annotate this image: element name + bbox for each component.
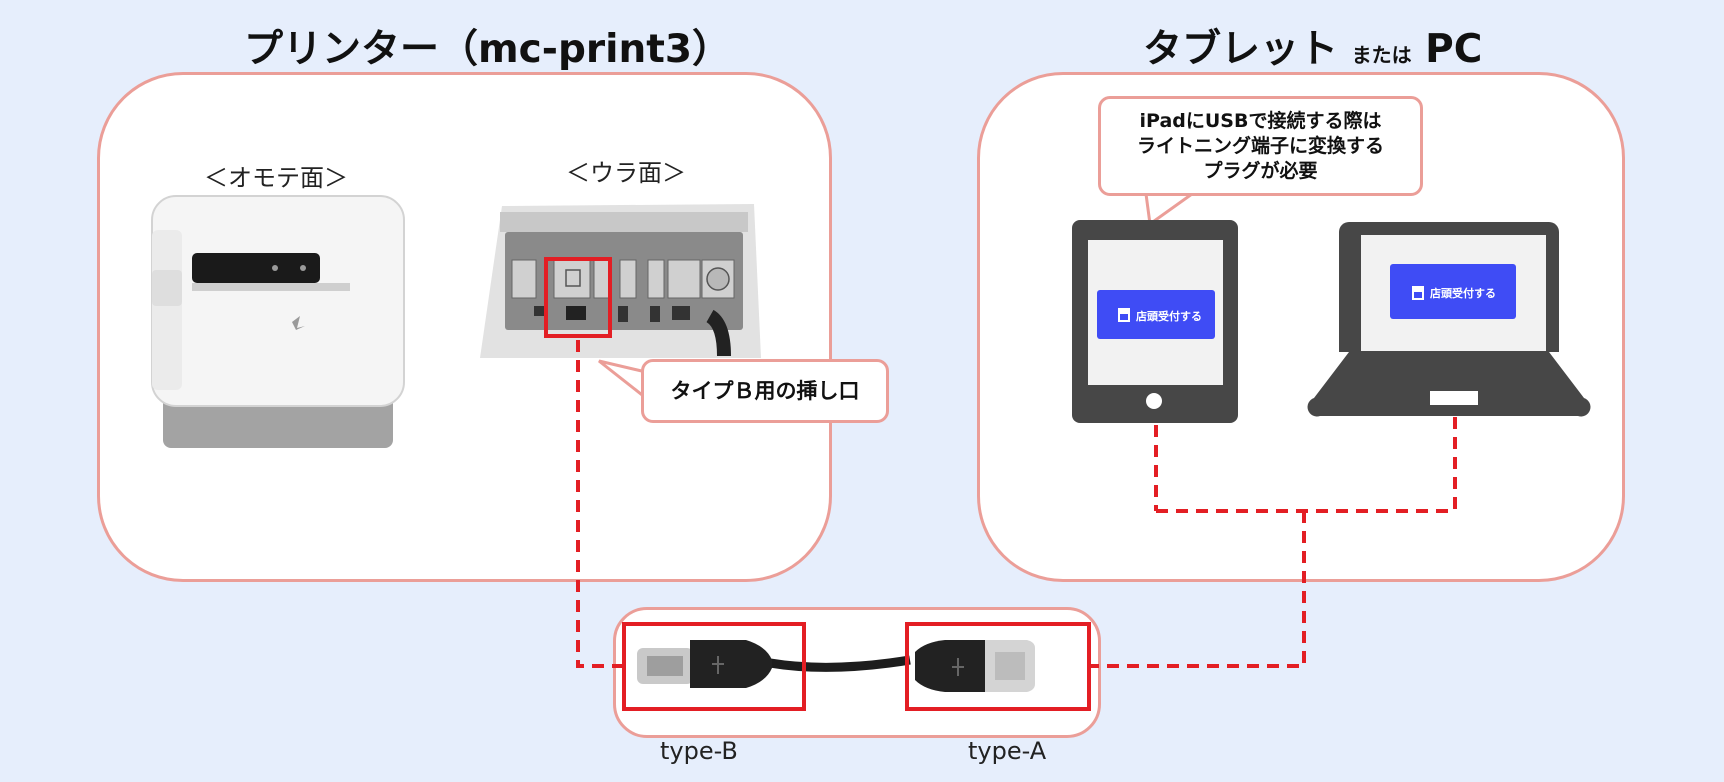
back-face-label: ＜ウラ面＞: [566, 159, 686, 187]
ipad-callout-line-1: iPadにUSBで接続する際は: [1139, 110, 1382, 132]
laptop-image: [1307, 222, 1591, 417]
device-title-or: または: [1351, 43, 1412, 67]
printer-title: プリンター（mc-print3）: [244, 27, 732, 72]
device-title-pc: PC: [1425, 27, 1483, 72]
pc-store-button: [1390, 264, 1516, 319]
device-title: タブレット または PC: [1143, 18, 1482, 74]
usb-icon: [952, 658, 964, 676]
type-a-highlight: [905, 622, 1091, 711]
usb-icon: [712, 656, 724, 674]
port-highlight: [544, 257, 612, 338]
bus-to-cable-line: [1090, 511, 1306, 668]
store-icon: [1118, 308, 1130, 322]
store-icon: [1412, 286, 1424, 300]
usb-cable-image: [637, 640, 1035, 692]
printer-front-image: [151, 195, 405, 448]
tablet-store-button: [1097, 290, 1215, 339]
pc-button-label: 店頭受付する: [1430, 287, 1496, 300]
star-logo-icon: [292, 316, 305, 330]
ipad-callout-line-2: ライトニング端子に変換する: [1136, 135, 1384, 157]
front-face-label: ＜オモテ面＞: [204, 164, 348, 192]
printer-back-image: [480, 204, 761, 358]
type-b-highlight: [622, 622, 806, 711]
ipad-callout-line-3: プラグが必要: [1203, 160, 1318, 182]
ipad-callout: iPadにUSBで接続する際は ライトニング端子に変換する プラグが必要: [1098, 96, 1423, 196]
type-b-label: type-B: [660, 737, 738, 765]
type-a-label: type-A: [968, 737, 1047, 765]
device-title-main: タブレット: [1143, 27, 1339, 72]
printer-to-cable-line: [576, 340, 624, 668]
tablet-button-label: 店頭受付する: [1136, 310, 1202, 323]
tablet-home-button: [1146, 393, 1162, 409]
tablet-image: [1072, 220, 1238, 423]
connector-lines: [576, 340, 1457, 668]
laptop-touchpad: [1430, 391, 1478, 405]
port-callout: タイプＢ用の挿し口: [641, 359, 889, 423]
